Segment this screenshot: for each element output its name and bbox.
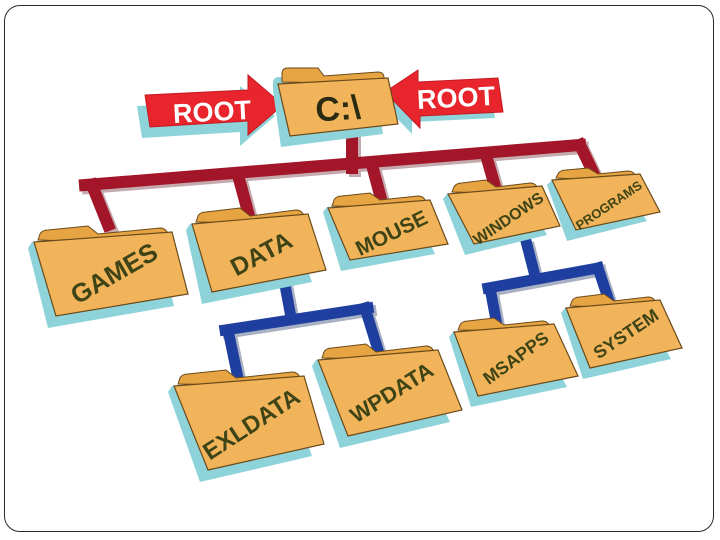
root-arrow-right: ROOT (377, 69, 504, 134)
folder-games: GAMES (28, 225, 189, 328)
drive-folder: C:\ (273, 67, 399, 147)
root-connectors (78, 124, 604, 236)
windows-connectors (481, 238, 618, 330)
root-bus-line (78, 138, 587, 192)
folder-data: DATA (186, 207, 327, 304)
folder-exldata: EXLDATA (168, 369, 325, 482)
folder-mouse: MOUSE (323, 192, 449, 271)
folder-system: SYSTEM (561, 293, 683, 379)
folder-programs: PROGRAMS (547, 167, 661, 241)
root-label-right: ROOT (416, 81, 496, 115)
drive-label: C:\ (314, 88, 362, 129)
folder-wpdata: WPDATA (312, 343, 463, 448)
root-label-left: ROOT (172, 95, 252, 129)
root-arrow-left: ROOT (137, 73, 284, 146)
folder-windows: WINDOWS (443, 179, 561, 255)
folder-msapps: MSAPPS (449, 317, 579, 407)
data-connectors (218, 278, 388, 388)
